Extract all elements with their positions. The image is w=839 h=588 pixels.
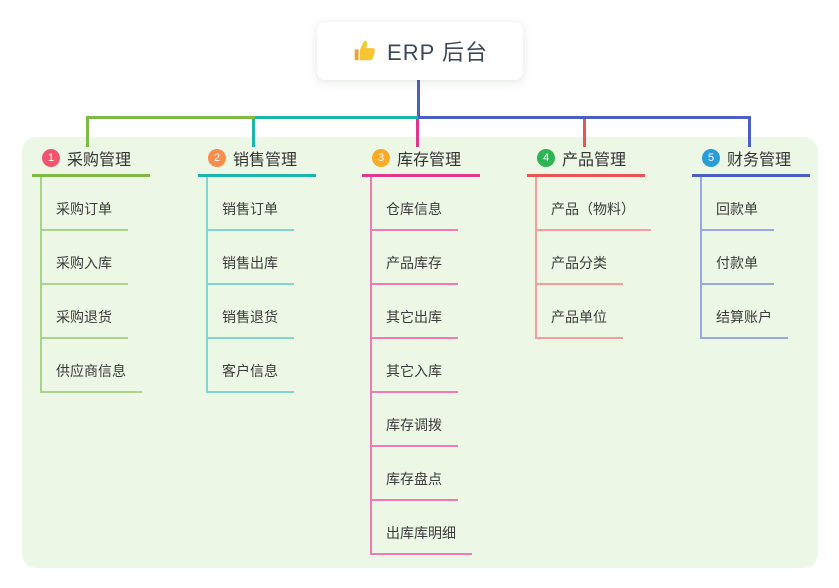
child-item[interactable]: 供应商信息 bbox=[42, 339, 142, 393]
child-item[interactable]: 出库库明细 bbox=[372, 501, 472, 555]
child-item[interactable]: 其它出库 bbox=[372, 285, 458, 339]
branch-drop-line-3 bbox=[416, 119, 419, 147]
branch-number-badge: 5 bbox=[702, 148, 720, 167]
branch-4: 4 产品管理 产品（物料）产品分类产品单位 bbox=[527, 147, 651, 339]
branch-number-badge: 4 bbox=[537, 148, 555, 167]
child-item[interactable]: 产品（物料） bbox=[537, 177, 651, 231]
branch-drop-line-5 bbox=[748, 119, 751, 147]
bus-line-segment-1 bbox=[86, 116, 255, 119]
child-item[interactable]: 产品库存 bbox=[372, 231, 458, 285]
child-item[interactable]: 产品单位 bbox=[537, 285, 623, 339]
branch-title[interactable]: 4 产品管理 bbox=[527, 147, 645, 177]
branch-children-list: 仓库信息产品库存其它出库其它入库库存调拨库存盘点出库库明细 bbox=[370, 177, 472, 555]
branch-5: 5 财务管理 回款单付款单结算账户 bbox=[692, 147, 810, 339]
branch-drop-line-1 bbox=[86, 119, 89, 147]
branch-1: 1 采购管理 采购订单采购入库采购退货供应商信息 bbox=[32, 147, 150, 393]
branch-title[interactable]: 5 财务管理 bbox=[692, 147, 810, 177]
branch-children-list: 产品（物料）产品分类产品单位 bbox=[535, 177, 651, 339]
branch-label: 销售管理 bbox=[233, 151, 298, 169]
branch-3: 3 库存管理 仓库信息产品库存其它出库其它入库库存调拨库存盘点出库库明细 bbox=[362, 147, 480, 555]
child-item[interactable]: 采购订单 bbox=[42, 177, 128, 231]
child-item[interactable]: 结算账户 bbox=[702, 285, 788, 339]
child-item[interactable]: 销售出库 bbox=[208, 231, 294, 285]
bus-line-segment-3 bbox=[418, 116, 751, 119]
branch-title[interactable]: 3 库存管理 bbox=[362, 147, 480, 177]
child-item[interactable]: 产品分类 bbox=[537, 231, 623, 285]
branch-label: 产品管理 bbox=[562, 151, 627, 169]
branch-children-list: 采购订单采购入库采购退货供应商信息 bbox=[40, 177, 142, 393]
branch-label: 采购管理 bbox=[67, 151, 132, 169]
branch-number-badge: 1 bbox=[42, 148, 60, 167]
branches-background-panel bbox=[22, 137, 818, 568]
branch-number-badge: 2 bbox=[208, 148, 226, 167]
branch-2: 2 销售管理 销售订单销售出库销售退货客户信息 bbox=[198, 147, 316, 393]
branch-title[interactable]: 2 销售管理 bbox=[198, 147, 316, 177]
child-item[interactable]: 仓库信息 bbox=[372, 177, 458, 231]
child-item[interactable]: 销售订单 bbox=[208, 177, 294, 231]
branch-title[interactable]: 1 采购管理 bbox=[32, 147, 150, 177]
child-item[interactable]: 采购退货 bbox=[42, 285, 128, 339]
child-item[interactable]: 库存调拨 bbox=[372, 393, 458, 447]
branch-drop-line-4 bbox=[583, 119, 586, 147]
root-node-label: ERP 后台 bbox=[387, 40, 488, 65]
root-connector-line bbox=[417, 80, 420, 116]
branch-label: 财务管理 bbox=[727, 151, 792, 169]
child-item[interactable]: 采购入库 bbox=[42, 231, 128, 285]
child-item[interactable]: 库存盘点 bbox=[372, 447, 458, 501]
child-item[interactable]: 客户信息 bbox=[208, 339, 294, 393]
child-item[interactable]: 付款单 bbox=[702, 231, 774, 285]
child-item[interactable]: 销售退货 bbox=[208, 285, 294, 339]
child-item[interactable]: 其它入库 bbox=[372, 339, 458, 393]
branch-children-list: 回款单付款单结算账户 bbox=[700, 177, 788, 339]
branch-drop-line-2 bbox=[252, 119, 255, 147]
bus-line-segment-2 bbox=[255, 116, 418, 119]
thumbs-up-icon bbox=[352, 38, 378, 64]
root-node[interactable]: ERP 后台 bbox=[317, 22, 523, 80]
child-item[interactable]: 回款单 bbox=[702, 177, 774, 231]
branch-label: 库存管理 bbox=[397, 151, 462, 169]
branch-children-list: 销售订单销售出库销售退货客户信息 bbox=[206, 177, 294, 393]
branch-number-badge: 3 bbox=[372, 148, 390, 167]
